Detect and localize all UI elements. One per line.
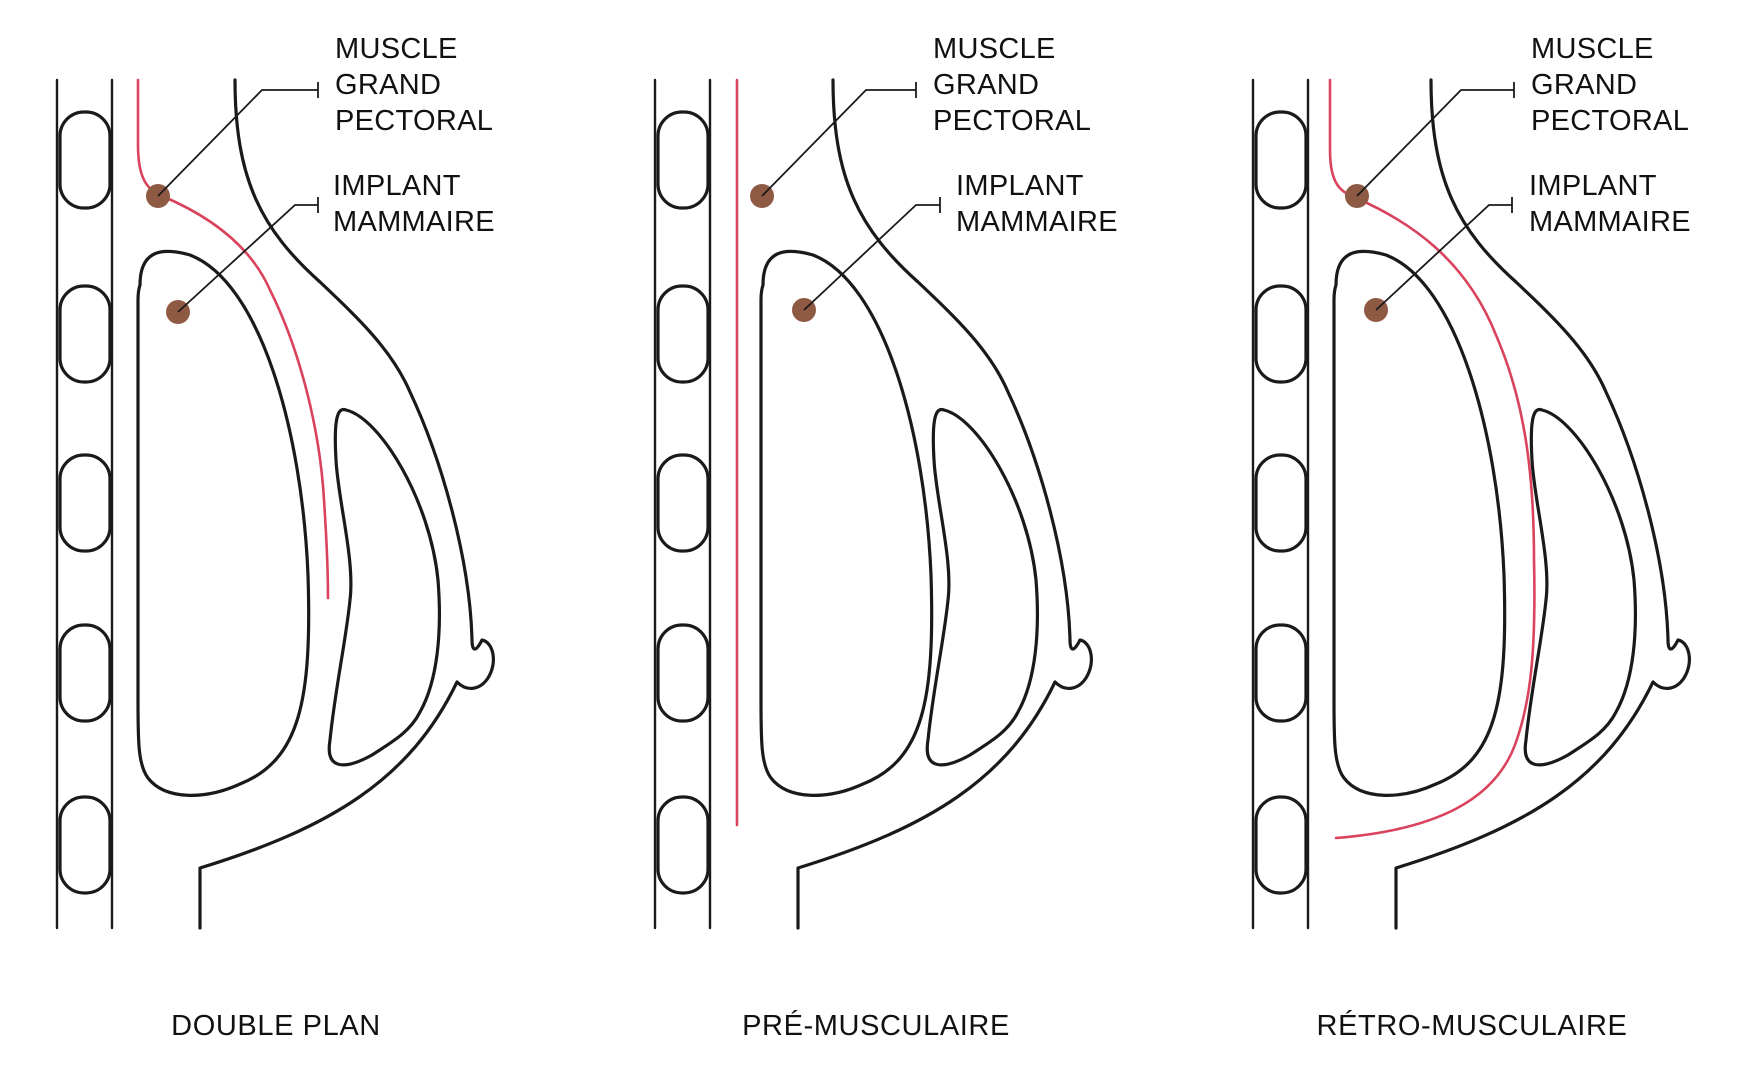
muscle-label-line-3: PECTORAL	[933, 105, 1091, 137]
implant-leader-line	[1375, 204, 1512, 311]
rib	[656, 795, 710, 895]
muscle-label-line-2: GRAND	[1531, 69, 1637, 101]
muscle-label-line-3: PECTORAL	[1531, 105, 1689, 137]
panel-pre-musculaire: MUSCLE GRAND PECTORAL IMPLANT MAMMAIRE P…	[653, 33, 1118, 1042]
muscle-label-line-3: PECTORAL	[335, 105, 493, 137]
implant-shape	[136, 249, 311, 797]
pectoral-muscle-line	[136, 78, 330, 600]
rib	[58, 795, 112, 895]
breast-outline	[1394, 78, 1691, 930]
rib	[656, 453, 710, 553]
rib	[1254, 284, 1308, 384]
implant-leader-line	[177, 204, 318, 313]
breast-outline	[796, 78, 1093, 930]
implant-shape	[1332, 249, 1507, 797]
rib	[1254, 623, 1308, 723]
mammary-gland	[925, 407, 1040, 767]
breast-outline	[198, 78, 495, 930]
implant-label-line-2: MAMMAIRE	[1529, 206, 1691, 238]
rib-cage	[1251, 78, 1310, 930]
rib	[656, 110, 710, 210]
rib	[656, 284, 710, 384]
rib	[58, 110, 112, 210]
implant-label-line-1: IMPLANT	[333, 170, 461, 202]
muscle-leader-line	[761, 89, 916, 197]
panel-double-plan: MUSCLE GRAND PECTORAL IMPLANT MAMMAIRE D…	[55, 33, 495, 1042]
muscle-label-line-2: GRAND	[933, 69, 1039, 101]
muscle-label-line-1: MUSCLE	[335, 33, 458, 65]
muscle-label-line-1: MUSCLE	[933, 33, 1056, 65]
panel-caption: PRÉ-MUSCULAIRE	[742, 1009, 1010, 1042]
rib	[656, 623, 710, 723]
rib	[1254, 453, 1308, 553]
panel-retro-musculaire: MUSCLE GRAND PECTORAL IMPLANT MAMMAIRE R…	[1251, 33, 1691, 1042]
implant-label-line-2: MAMMAIRE	[333, 206, 495, 238]
implant-shape	[759, 249, 934, 797]
implant-leader-line	[803, 204, 940, 311]
rib-cage	[653, 78, 712, 930]
rib	[58, 284, 112, 384]
muscle-label-line-2: GRAND	[335, 69, 441, 101]
muscle-leader-line	[1356, 89, 1514, 197]
implant-label-line-1: IMPLANT	[956, 170, 1084, 202]
implant-label-line-2: MAMMAIRE	[956, 206, 1118, 238]
muscle-leader-line	[157, 89, 318, 197]
rib	[58, 453, 112, 553]
rib	[1254, 795, 1308, 895]
rib-cage	[55, 78, 114, 930]
panel-caption: DOUBLE PLAN	[171, 1010, 381, 1042]
mammary-gland	[327, 407, 442, 767]
muscle-label-line-1: MUSCLE	[1531, 33, 1654, 65]
mammary-gland	[1523, 407, 1638, 767]
rib	[1254, 110, 1308, 210]
panel-caption: RÉTRO-MUSCULAIRE	[1317, 1009, 1628, 1042]
rib	[58, 623, 112, 723]
implant-label-line-1: IMPLANT	[1529, 170, 1657, 202]
